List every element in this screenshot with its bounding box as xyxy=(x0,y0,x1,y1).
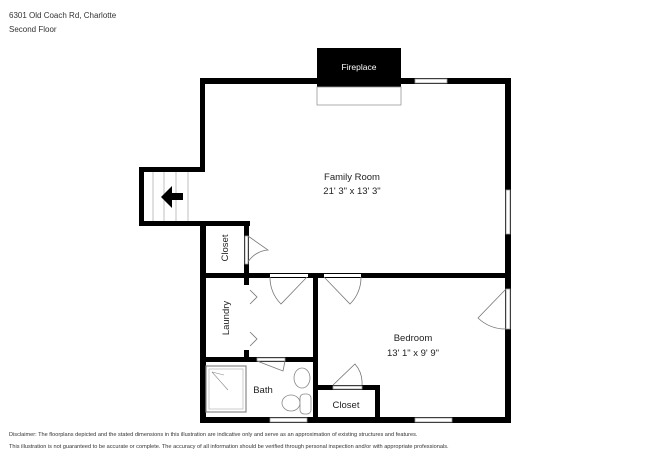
floor-label: Second Floor xyxy=(9,25,57,34)
door-opening xyxy=(505,288,511,330)
laundry-label: Laundry xyxy=(221,301,232,336)
window xyxy=(505,189,511,235)
wall xyxy=(139,167,144,225)
door-opening xyxy=(269,417,308,423)
disclaimer-line-2: This illustration is not guaranteed to b… xyxy=(9,444,449,450)
shower xyxy=(205,365,247,413)
disclaimer-line-1: Disclaimer: The floorplans depicted and … xyxy=(9,432,418,438)
wall xyxy=(244,350,249,362)
window xyxy=(414,417,453,423)
wall xyxy=(313,273,318,423)
window xyxy=(414,78,448,84)
bifold-opening xyxy=(245,286,248,349)
bedroom-door-swing[interactable] xyxy=(323,276,362,305)
bedroom-closet-door-swing[interactable] xyxy=(332,363,363,386)
door-opening xyxy=(244,235,249,265)
toilet-bowl-icon xyxy=(281,394,301,412)
address: 6301 Old Coach Rd, Charlotte xyxy=(9,11,117,20)
hearth xyxy=(316,86,402,106)
bath-door-swing[interactable] xyxy=(256,360,286,372)
bedroom-exterior-door-swing[interactable] xyxy=(477,288,507,330)
shower-head-icon xyxy=(211,371,229,391)
wall xyxy=(200,417,511,423)
door-opening xyxy=(332,385,363,390)
closet-upper-label: Closet xyxy=(220,234,231,261)
wall xyxy=(200,221,206,423)
family-room-dimensions: 21' 3" x 13' 3" xyxy=(323,186,380,197)
toilet-tank-icon xyxy=(299,393,312,415)
wall xyxy=(375,385,380,423)
sink-icon xyxy=(293,367,311,389)
laundry-bifold-doors[interactable] xyxy=(249,289,258,347)
wall xyxy=(200,78,205,170)
stairs-arrow-icon xyxy=(161,186,183,208)
walls xyxy=(139,78,511,423)
closet-lower-label: Closet xyxy=(333,400,360,411)
door-opening xyxy=(324,274,361,277)
bath-label: Bath xyxy=(253,385,273,396)
wall xyxy=(139,221,250,226)
wall xyxy=(505,78,511,423)
door-opening xyxy=(270,274,308,277)
wall xyxy=(139,167,205,172)
bedroom-label: Bedroom xyxy=(394,333,433,344)
door-opening xyxy=(256,357,286,362)
bedroom-dimensions: 13' 1" x 9' 9" xyxy=(387,348,439,359)
laundry-door-swing[interactable] xyxy=(269,276,308,305)
closet-door-swing[interactable] xyxy=(247,235,270,263)
family-room-label: Family Room xyxy=(324,172,380,183)
fireplace xyxy=(317,48,401,87)
fireplace-label: Fireplace xyxy=(342,62,377,72)
wall xyxy=(244,273,249,285)
